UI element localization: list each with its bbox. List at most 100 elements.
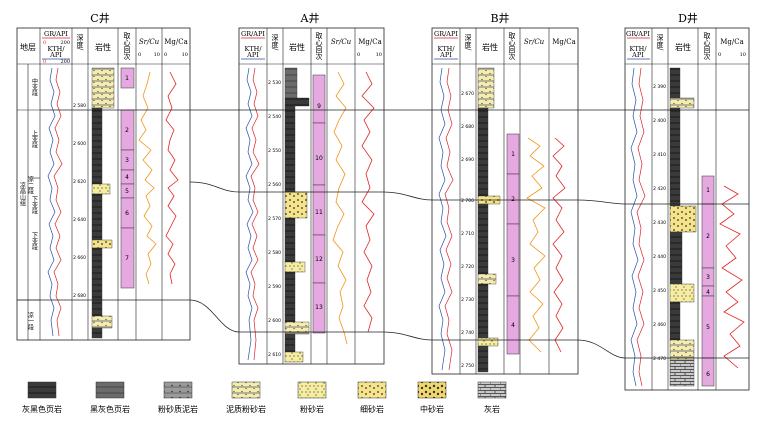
depth-label: 2 740 [461, 330, 474, 336]
svg-text:黑灰色页岩: 黑灰色页岩 [90, 404, 130, 414]
well-c-depth-ticks: 2 580 2 600 2 620 2 640 2 660 2 680 [73, 103, 86, 299]
header-kth-max: 200 [60, 59, 70, 65]
depth-label: 2 590 [268, 284, 281, 290]
well-c-kth-curve [47, 67, 56, 337]
header-kth-min: 0 [43, 59, 46, 65]
well-d-depth-ticks: 2 390 2 400 2 410 2 420 2 430 2 440 2 45… [653, 84, 666, 362]
depth-label: 2 680 [461, 124, 474, 130]
depth-label: 2 400 [653, 118, 666, 124]
header-lith: 岩性 [95, 42, 111, 52]
header-gr: GR/API [626, 30, 650, 38]
header-depth: 深度/ [656, 33, 664, 51]
legend-item: 粉砂岩 [297, 381, 327, 414]
header-srcu: Sr/Cu [331, 38, 352, 46]
depth-label: 2 670 [461, 91, 474, 97]
cycle-label: 5 [706, 324, 710, 331]
well-d-panel: D井 GR/API KTH/ API 深度/ 岩性 取心回次 Mg/Ca 0 1… [624, 11, 750, 391]
well-b-lithology [477, 67, 501, 373]
header-srcu: Sr/Cu [139, 38, 160, 46]
well-c-panel: C井 地层 GR/API 0 200 KTH/ API 0 200 深度/ 岩性… [16, 11, 191, 341]
cycle-label: 13 [315, 304, 323, 311]
correlation-lines [17, 109, 749, 359]
header-kth: KTH/ [244, 45, 262, 53]
header-lith: 岩性 [482, 42, 498, 52]
depth-label: 2 730 [461, 297, 474, 303]
cycle-label: 3 [511, 257, 515, 264]
well-c-lithology [91, 67, 115, 339]
header-gr-min: 0 [43, 40, 46, 46]
cycle-label: 12 [315, 256, 323, 263]
legend-item: 灰岩 [477, 381, 507, 414]
depth-label: 2 450 [653, 288, 666, 294]
cycle-label: 2 [511, 196, 515, 203]
cycle-label: 6 [706, 371, 710, 378]
cycle-label: 7 [125, 255, 129, 262]
header-cycle: 取心回次 [315, 32, 323, 61]
header-kth2: API [49, 51, 62, 59]
depth-label: 2 720 [461, 264, 474, 270]
cycle-label: 3 [125, 157, 129, 164]
well-b-mgca-curve [552, 137, 566, 353]
legend-item: 灰黑色页岩 [22, 381, 62, 414]
cycle-label: 11 [315, 209, 323, 216]
svg-text:中砂岩: 中砂岩 [420, 404, 444, 414]
header-mgca-max: 10 [740, 52, 746, 58]
well-b-core-cycles: 1 2 3 4 [506, 133, 520, 355]
legend-item: 泥质粉砂岩 [226, 381, 266, 414]
cycle-label: 4 [706, 289, 710, 296]
depth-label: 2 660 [73, 255, 86, 261]
well-c-srcu-curve [138, 71, 157, 285]
header-kth2: API [246, 51, 259, 59]
depth-label: 2 680 [73, 293, 86, 299]
depth-label: 2 640 [73, 217, 86, 223]
depth-label: 2 410 [653, 152, 666, 158]
cycle-label: 2 [125, 127, 129, 134]
depth-label: 2 530 [268, 80, 281, 86]
well-a-gr-curve [250, 67, 260, 361]
well-a-kth-curve [245, 67, 254, 361]
depth-label: 2 710 [461, 231, 474, 237]
cycle-label: 2 [706, 233, 710, 240]
header-depth: 深度/ [464, 33, 472, 51]
depth-label: 2 420 [653, 186, 666, 192]
header-mgca: Mg/Ca [358, 38, 382, 46]
well-d-mgca-curve [719, 185, 745, 369]
header-cycle: 取心回次 [508, 32, 516, 61]
header-srcu-max: 10 [154, 52, 160, 58]
well-c-gr-curve [53, 67, 63, 337]
header-stratum: 地层 [20, 42, 36, 52]
header-mgca-max: 10 [182, 52, 188, 58]
legend-item: 黑灰色页岩 [90, 381, 130, 414]
header-kth: KTH/ [47, 45, 65, 53]
header-cycle: 取心回次 [123, 32, 131, 61]
header-lith: 岩性 [675, 42, 691, 52]
depth-label: 2 570 [268, 216, 281, 222]
header-mgca: Mg/Ca [720, 38, 744, 46]
depth-label: 2 560 [268, 182, 281, 188]
header-mgca: Mg/Ca [164, 38, 188, 46]
well-c-title: C井 [90, 11, 109, 25]
well-d-title: D井 [678, 11, 698, 25]
svg-text:粉砂岩: 粉砂岩 [300, 404, 324, 414]
header-mgca: Mg/Ca [552, 38, 576, 46]
well-a-title: A井 [300, 11, 320, 25]
cycle-label: 5 [125, 188, 129, 195]
header-srcu: Sr/Cu [524, 38, 545, 46]
cycle-label: 3 [706, 274, 710, 281]
header-kth: KTH/ [629, 45, 647, 53]
header-gr: GR/API [434, 30, 458, 38]
well-a-panel: A井 GR/API KTH/ API 深度/ 岩性 取心回次 Sr/Cu Mg/… [238, 11, 385, 365]
header-depth: 深度/ [76, 33, 84, 51]
depth-label: 2 540 [268, 114, 281, 120]
well-c-core-cycles: 1 2 3 4 5 6 7 [120, 67, 135, 289]
depth-label: 2 600 [268, 318, 281, 324]
svg-text:灰黑色页岩: 灰黑色页岩 [22, 404, 62, 414]
strat-liang1: 凉一段 [27, 311, 34, 331]
strat-low-seg: 下亚段 [31, 232, 38, 251]
header-mgca-max: 10 [376, 52, 382, 58]
cycle-label: 10 [315, 155, 323, 162]
depth-label: 2 580 [73, 103, 86, 109]
depth-label: 2 440 [653, 254, 666, 260]
well-b-panel: B井 GR/API KTH/ API 深度/ 岩性 取心回次 Sr/Cu Mg/… [431, 11, 579, 375]
strat-mid-seg: 中亚段 [31, 77, 38, 97]
